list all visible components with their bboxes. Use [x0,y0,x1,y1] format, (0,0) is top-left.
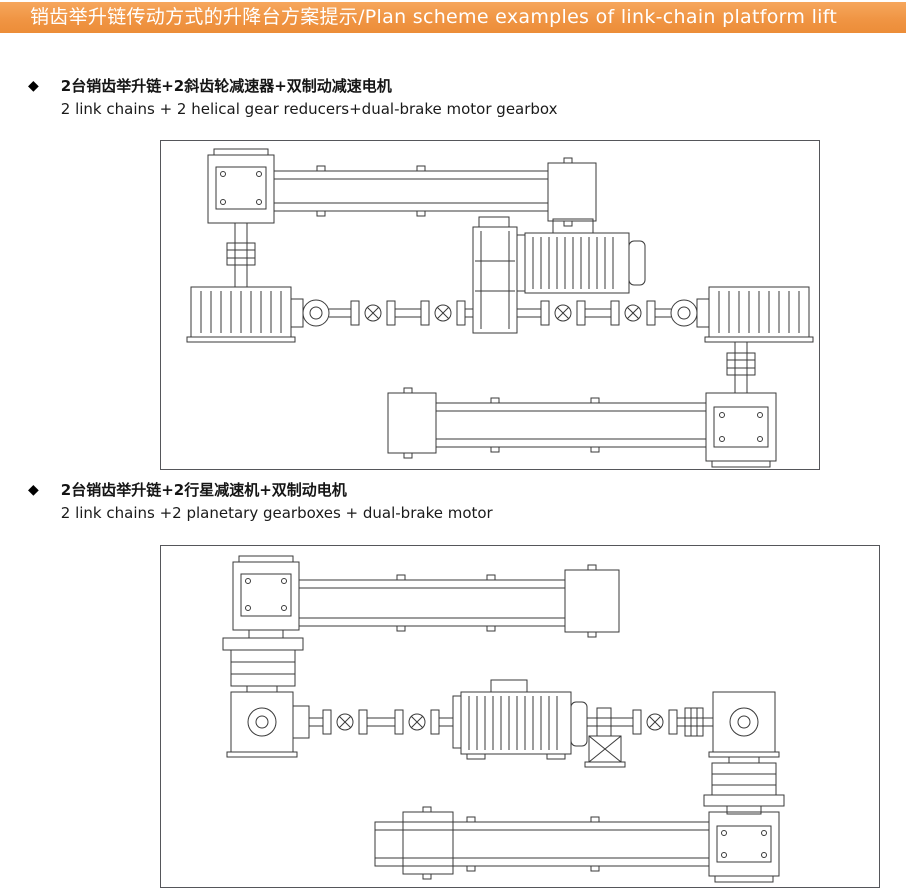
diamond-bullet-icon: ◆ [28,78,39,94]
cardan-shaft-right [517,300,671,326]
scheme-2-caption: ◆ 2台销齿举升链+2行星减速机+双制动电机 2 link chains +2 … [28,479,493,525]
cardan-shaft-right [584,707,713,768]
scheme-2-drawing [222,555,785,883]
scheme-1-caption-text: 2台销齿举升链+2斜齿轮减速器+双制动减速电机 2 link chains + … [61,75,558,121]
cardan-shaft-left [329,300,473,326]
universal-joint-icon [350,300,396,326]
vertical-shaft-right [726,342,756,393]
page-title: 销齿举升链传动方式的升降台方案提示/Plan scheme examples o… [30,6,838,28]
top-drive-head-gearbox [232,555,300,631]
dual-brake-motor [516,218,646,294]
bottom-drive-head-gearbox [705,392,777,468]
helical-reducer-left [186,286,330,343]
planetary-gearbox-left [222,629,304,758]
scheme-1-title-zh: 2台销齿举升链+2斜齿轮减速器+双制动减速电机 [60,77,392,95]
bottom-chain-rail [374,806,710,880]
vertical-shaft-left [226,223,256,287]
universal-joint-icon [322,709,368,735]
page-header: 销齿举升链传动方式的升降台方案提示/Plan scheme examples o… [0,2,906,33]
scheme-2-diagram-box [160,545,880,888]
bottom-drive-head-gearbox [708,811,780,883]
scheme-1-diagram-box [160,140,820,470]
top-drive-head-gearbox [207,148,275,224]
bottom-chain-rail [387,387,707,459]
scheme-1-title-en: 2 link chains + 2 helical gear reducers+… [60,100,558,118]
universal-joint-icon [394,709,440,735]
pillow-block-bearing [584,707,626,768]
dual-brake-motor [452,679,588,760]
top-chain-rail [298,564,620,638]
scheme-2-caption-text: 2台销齿举升链+2行星减速机+双制动电机 2 link chains +2 pl… [61,479,493,525]
diamond-bullet-icon: ◆ [28,482,39,498]
center-gearbox [472,216,518,334]
universal-joint-icon [420,300,466,326]
planetary-gearbox-right [703,691,785,815]
universal-joint-icon [632,709,678,735]
scheme-1-caption: ◆ 2台销齿举升链+2斜齿轮减速器+双制动减速电机 2 link chains … [28,75,558,121]
helical-reducer-right [670,286,814,343]
cardan-shaft-left [292,705,453,739]
universal-joint-icon [610,300,656,326]
scheme-1-drawing [186,148,814,468]
top-chain-rail [273,157,597,227]
universal-joint-icon [540,300,586,326]
scheme-2-title-en: 2 link chains +2 planetary gearboxes + d… [60,504,493,522]
scheme-2-title-zh: 2台销齿举升链+2行星减速机+双制动电机 [60,481,347,499]
